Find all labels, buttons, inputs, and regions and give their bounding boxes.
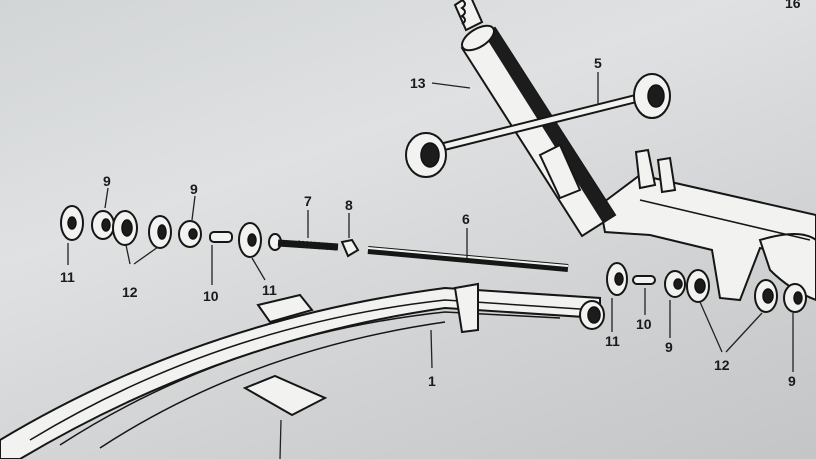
callout-7: 7 <box>304 193 312 209</box>
callout-16: 16 <box>785 0 801 11</box>
callout-12-left: 12 <box>122 284 138 300</box>
left-hardware-stack <box>60 205 262 258</box>
chassis-frame <box>598 148 816 302</box>
callout-10-right: 10 <box>636 316 652 332</box>
callout-11-right: 11 <box>605 333 620 349</box>
shock-absorber <box>453 0 617 238</box>
callout-10-left: 10 <box>203 288 219 304</box>
callout-11-mid: 11 <box>262 282 277 298</box>
callout-9-far: 9 <box>788 373 796 389</box>
right-hardware-stack <box>606 262 807 313</box>
link-arm <box>405 73 671 178</box>
callout-9-right: 9 <box>665 339 673 355</box>
spacer-10-left <box>209 231 233 243</box>
callout-12-right: 12 <box>714 357 730 373</box>
leader-lines <box>67 72 794 459</box>
callout-11-left: 11 <box>60 269 75 285</box>
spacer-10-right <box>632 275 656 285</box>
leaf-spring <box>0 282 605 459</box>
callout-1: 1 <box>428 373 436 389</box>
callout-13: 13 <box>410 75 426 91</box>
callout-9-mid: 9 <box>190 181 198 197</box>
callout-labels: 1 5 6 7 8 9 9 9 9 10 10 11 11 11 12 12 1… <box>60 0 801 389</box>
callout-5: 5 <box>594 55 602 71</box>
bolt-assembly <box>268 233 569 272</box>
callout-9-left: 9 <box>103 173 111 189</box>
callout-6: 6 <box>462 211 470 227</box>
callout-8: 8 <box>345 197 353 213</box>
